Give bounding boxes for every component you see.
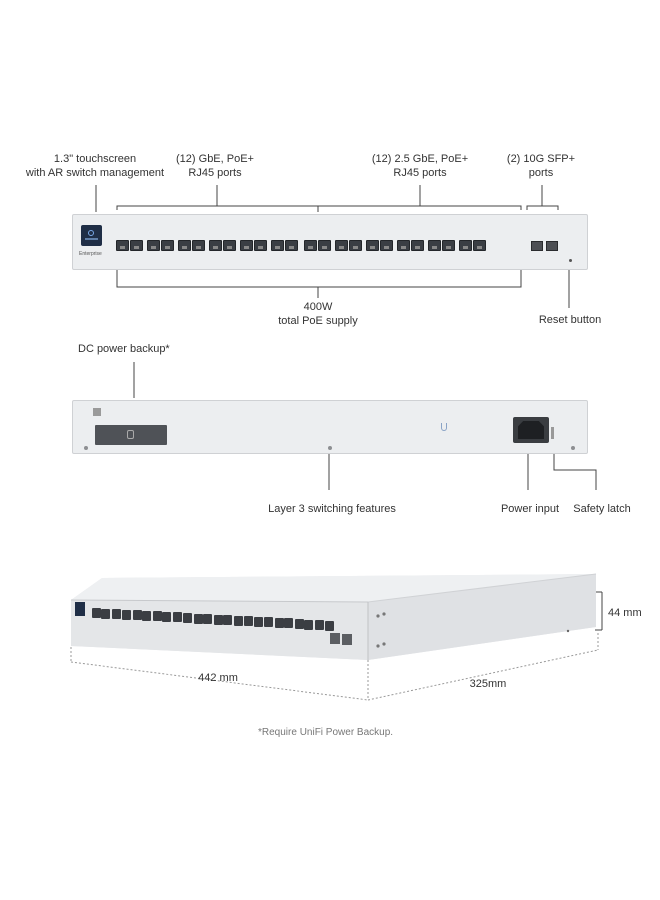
iso-rj45-port-7	[152, 611, 162, 622]
qr-code-icon	[93, 408, 101, 416]
sfp-label-line2: ports	[528, 167, 554, 179]
width-dimension: 442 mm	[198, 672, 238, 684]
rj45-port-19	[397, 240, 410, 251]
rj45-port-20	[411, 240, 424, 251]
height-dimension: 44 mm	[608, 607, 642, 619]
iso-rj45-port-13	[213, 614, 223, 625]
touchscreen-label: 1.3" touchscreen with AR switch manageme…	[20, 152, 170, 180]
sfp-label-line1: (2) 10G SFP+	[506, 153, 576, 165]
iso-rj45-port-5	[132, 610, 142, 621]
poe-label-line1: 400W	[303, 301, 333, 313]
rj45-port-24	[473, 240, 486, 251]
reset-button-label: Reset button	[538, 314, 602, 326]
iso-rj45-port-3	[112, 609, 122, 620]
reset-button[interactable]	[569, 259, 572, 262]
ubiquiti-logo-icon	[441, 423, 447, 431]
rj45-port-8	[223, 240, 236, 251]
iso-rj45-port-19	[274, 617, 284, 628]
sfp-ports-label: (2) 10G SFP+ ports	[493, 152, 589, 180]
rj45-port-11	[271, 240, 284, 251]
poe-label-line2: total PoE supply	[278, 315, 358, 327]
gbe-ports-label: (12) GbE, PoE+ RJ45 ports	[160, 152, 270, 180]
power-input-socket	[513, 417, 549, 443]
iso-rj45-port-6	[142, 610, 151, 621]
gbe25-ports-label: (12) 2.5 GbE, PoE+ RJ45 ports	[355, 152, 485, 180]
iso-rj45-port-2	[101, 608, 111, 619]
gbe25-label-line1: (12) 2.5 GbE, PoE+	[371, 153, 469, 165]
center-screw-icon	[328, 446, 332, 450]
safety-latch-label: Safety latch	[573, 503, 631, 515]
rj45-port-22	[442, 240, 455, 251]
rj45-port-1	[116, 240, 129, 251]
rj45-port-4	[161, 240, 174, 251]
rear-panel	[72, 400, 588, 454]
touchscreen-display	[81, 225, 102, 246]
power-input-label: Power input	[500, 503, 560, 515]
ground-screw-icon	[84, 446, 88, 450]
iso-rj45-port-1	[92, 608, 101, 618]
touchscreen-label-line1: 1.3" touchscreen	[53, 153, 137, 165]
rj45-port-9	[240, 240, 253, 251]
iso-rj45-port-14	[223, 615, 233, 626]
iso-rj45-port-16	[243, 616, 253, 627]
iso-rj45-port-8	[162, 611, 172, 622]
iso-rj45-port-22	[304, 619, 314, 630]
rj45-port-2	[130, 240, 143, 251]
depth-dimension: 325mm	[469, 678, 507, 690]
iso-rj45-port-20	[284, 618, 294, 629]
rj45-port-5	[178, 240, 191, 251]
rj45-port-10	[254, 240, 267, 251]
rj45-port-13	[304, 240, 317, 251]
iso-rj45-port-23	[315, 620, 325, 631]
iso-rj45-port-17	[254, 616, 264, 627]
safety-latch	[551, 427, 554, 439]
iso-rj45-port-21	[295, 619, 304, 629]
gbe25-label-line2: RJ45 ports	[393, 167, 447, 179]
rj45-port-7	[209, 240, 222, 251]
brand-label: Enterprise	[79, 251, 102, 257]
rj45-port-21	[428, 240, 441, 251]
iso-sfp-port-2	[342, 634, 352, 645]
iso-rj45-port-11	[193, 613, 203, 624]
right-screw-icon	[571, 446, 575, 450]
dc-power-label: DC power backup*	[78, 343, 170, 355]
rj45-port-14	[318, 240, 331, 251]
rj45-port-23	[459, 240, 472, 251]
touchscreen-label-line2: with AR switch management	[25, 167, 165, 179]
iso-rj45-port-9	[173, 612, 183, 623]
front-panel: Enterprise	[72, 214, 588, 270]
sfp-port-1	[531, 241, 543, 251]
iso-rj45-port-24	[324, 620, 334, 631]
iso-rj45-port-10	[182, 612, 192, 623]
layer3-label: Layer 3 switching features	[268, 503, 396, 515]
iso-rj45-port-12	[202, 614, 212, 625]
gbe-label-line2: RJ45 ports	[188, 167, 242, 179]
rj45-port-17	[366, 240, 379, 251]
rj45-port-12	[285, 240, 298, 251]
dc-power-port	[95, 425, 167, 445]
rj45-port-15	[335, 240, 348, 251]
iso-chassis-top	[71, 574, 596, 602]
rj45-port-18	[380, 240, 393, 251]
gbe-label-line1: (12) GbE, PoE+	[176, 153, 254, 165]
iso-sfp-port-1	[330, 633, 340, 644]
iso-rj45-port-4	[121, 609, 131, 620]
rj45-port-6	[192, 240, 205, 251]
sfp-port-2	[546, 241, 558, 251]
poe-supply-label: 400W total PoE supply	[258, 300, 378, 328]
footnote: *Require UniFi Power Backup.	[258, 727, 394, 738]
iso-rj45-port-15	[234, 615, 244, 626]
iso-rj45-port-18	[263, 617, 273, 628]
rj45-port-3	[147, 240, 160, 251]
rj45-port-16	[349, 240, 362, 251]
